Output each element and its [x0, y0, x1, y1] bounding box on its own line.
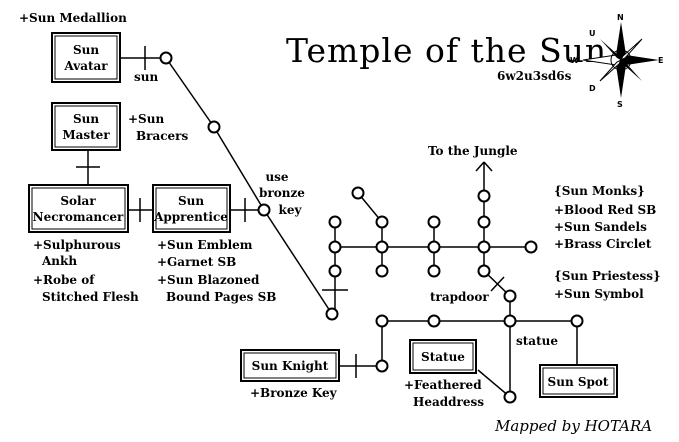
svg-text:S: S — [617, 100, 623, 109]
room-sun-avatar[interactable]: Sun Avatar — [51, 32, 121, 83]
svg-text:Headdress: Headdress — [413, 395, 484, 409]
master-drop: +Sun — [128, 112, 164, 126]
svg-text:Master: Master — [62, 128, 110, 142]
room-sun-spot[interactable]: Sun Spot — [539, 364, 618, 398]
svg-text:W: W — [570, 56, 579, 65]
svg-text:Ankh: Ankh — [41, 254, 77, 268]
room-sun-knight[interactable]: Sun Knight — [240, 349, 340, 382]
room-sun-master[interactable]: Sun Master — [51, 102, 121, 151]
svg-text:U: U — [589, 29, 596, 38]
svg-text:key: key — [279, 203, 303, 217]
sun-label: sun — [134, 70, 158, 84]
svg-text:Sun: Sun — [178, 194, 204, 208]
svg-text:Bracers: Bracers — [136, 129, 189, 143]
node-bronze-key — [257, 203, 271, 217]
route-code: 6w2u3sd6s — [497, 69, 572, 83]
map-paths — [76, 46, 578, 398]
use-bronze-key-label: use — [265, 170, 288, 184]
svg-text:N: N — [617, 13, 624, 22]
avatar-drop: +Sun Medallion — [19, 11, 127, 25]
svg-text:+Sun Sandels: +Sun Sandels — [554, 220, 647, 234]
sun-monks-note: {Sun Monks} — [554, 184, 645, 198]
svg-text:D: D — [589, 84, 596, 93]
svg-text:Sun Knight: Sun Knight — [252, 359, 329, 373]
sun-priestess-note: {Sun Priestess} — [554, 269, 661, 283]
credit: Mapped by HOTARA — [494, 417, 652, 435]
svg-text:bronze: bronze — [259, 186, 305, 200]
room-statue[interactable]: Statue — [409, 339, 477, 374]
svg-text:Necromancer: Necromancer — [33, 210, 124, 224]
svg-text:Sun: Sun — [73, 43, 99, 57]
statue-path-label: statue — [516, 334, 558, 348]
svg-text:Statue: Statue — [421, 350, 465, 364]
svg-text:Avatar: Avatar — [63, 59, 108, 73]
node-diag — [207, 120, 221, 134]
room-solar-necromancer[interactable]: Solar Necromancer — [28, 184, 129, 233]
room-sun-apprentice[interactable]: Sun Apprentice — [152, 184, 231, 233]
apprentice-drop: +Sun Emblem — [157, 238, 253, 252]
trapdoor-label: trapdoor — [430, 290, 489, 304]
svg-text:Apprentice: Apprentice — [153, 210, 228, 224]
svg-text:+Garnet SB: +Garnet SB — [157, 255, 236, 269]
svg-text:Sun Spot: Sun Spot — [548, 375, 609, 389]
svg-text:E: E — [658, 56, 663, 65]
necro-drop: +Sulphurous — [33, 238, 121, 252]
knight-drop: +Bronze Key — [250, 386, 338, 400]
statue-drop: +Feathered — [404, 378, 482, 392]
svg-text:+Robe of: +Robe of — [33, 273, 95, 287]
node-sun — [159, 51, 173, 65]
svg-text:+Sun Blazoned: +Sun Blazoned — [157, 273, 260, 287]
svg-text:Stitched Flesh: Stitched Flesh — [42, 290, 139, 304]
compass-rose-icon: N S E W U D — [570, 13, 663, 109]
map-title: Temple of the Sun — [286, 31, 607, 70]
svg-text:+Brass Circlet: +Brass Circlet — [554, 237, 652, 251]
map-nodes — [159, 51, 584, 404]
svg-text:+Blood Red SB: +Blood Red SB — [554, 203, 656, 217]
svg-text:Bound Pages SB: Bound Pages SB — [166, 290, 276, 304]
svg-text:Sun: Sun — [73, 112, 99, 126]
svg-text:+Sun Symbol: +Sun Symbol — [554, 287, 644, 301]
svg-text:Solar: Solar — [60, 194, 96, 208]
to-the-jungle-label[interactable]: To the Jungle — [428, 144, 518, 158]
